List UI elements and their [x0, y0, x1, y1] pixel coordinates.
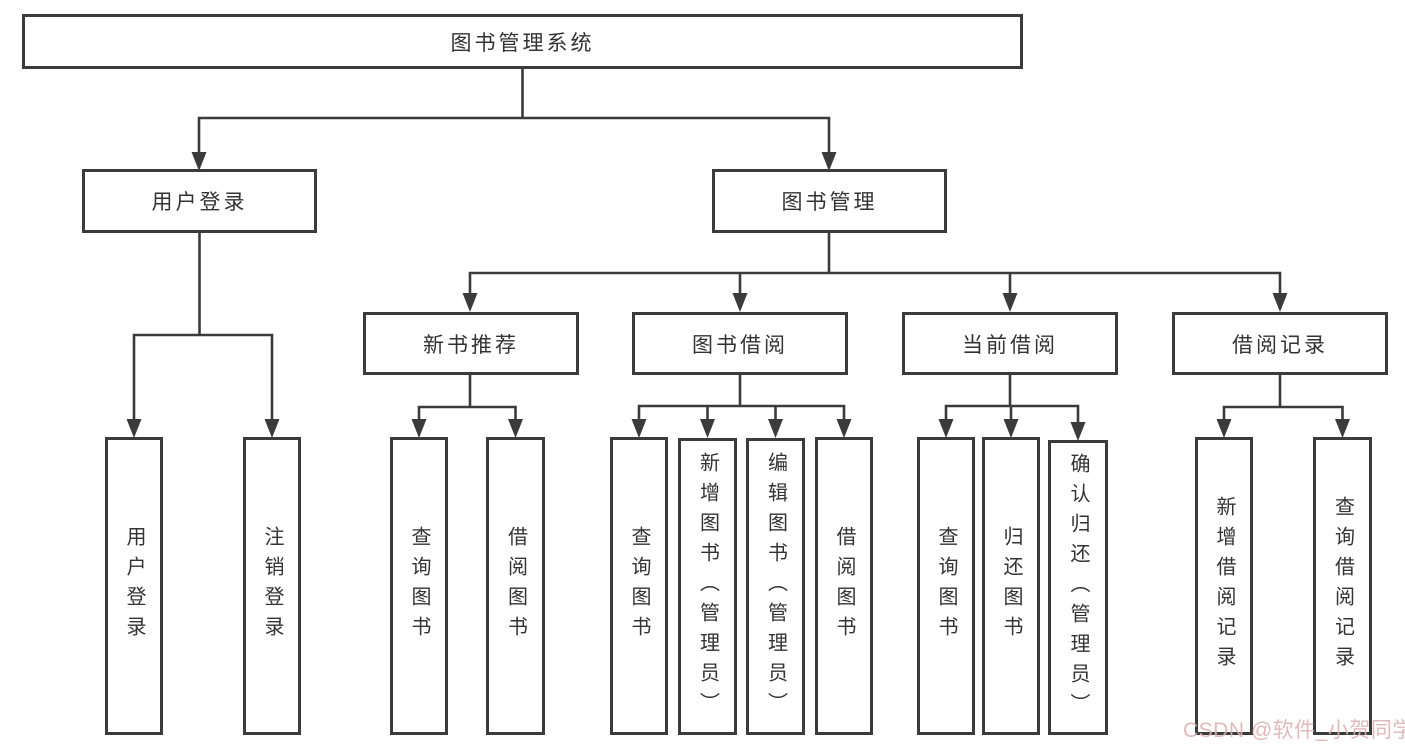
leaf-query-books: 查询图书: [917, 437, 975, 735]
leaf-label: 归还图书: [1000, 526, 1022, 646]
arrow-down-icon: [1216, 419, 1232, 438]
arrow-down-icon: [1335, 419, 1350, 438]
arrow-down-icon: [1272, 293, 1288, 312]
leaf-add-books-admin: 新增图书（管理员）: [678, 438, 737, 735]
node-book-management: 图书管理: [712, 169, 947, 233]
leaf-label: 用户登录: [123, 526, 145, 646]
node-new-book-recommendation: 新书推荐: [363, 312, 579, 375]
arrow-down-icon: [411, 419, 427, 438]
leaf-edit-books-admin: 编辑图书（管理员）: [746, 438, 805, 735]
leaf-user-login: 用户登录: [105, 437, 163, 735]
leaf-query-borrow-record: 查询借阅记录: [1313, 437, 1372, 735]
node-user-login: 用户登录: [82, 169, 317, 233]
leaf-confirm-return-admin: 确认归还（管理员）: [1048, 440, 1108, 735]
arrow-down-icon: [264, 419, 280, 438]
arrow-down-icon: [631, 419, 647, 438]
node-library-management-system: 图书管理系统: [22, 14, 1023, 69]
arrow-down-icon: [938, 419, 954, 438]
arrow-down-icon: [1070, 422, 1086, 441]
leaf-label: 新增借阅记录: [1213, 496, 1235, 676]
leaf-label: 注销登录: [261, 526, 283, 646]
arrow-down-icon: [508, 419, 523, 438]
arrow-down-icon: [1003, 419, 1019, 438]
arrow-down-icon: [126, 419, 142, 438]
arrowheads: [126, 152, 1350, 441]
leaf-label: 查询借阅记录: [1331, 496, 1354, 676]
node-current-borrowing: 当前借阅: [902, 312, 1118, 375]
leaf-label: 借阅图书: [504, 526, 527, 646]
node-borrowing-records: 借阅记录: [1172, 312, 1388, 375]
leaf-label: 查询图书: [408, 526, 430, 646]
leaf-logout: 注销登录: [243, 437, 301, 735]
arrow-down-icon: [836, 419, 852, 438]
leaf-label: 查询图书: [935, 526, 957, 646]
arrow-down-icon: [1002, 293, 1018, 312]
arrow-down-icon: [191, 152, 207, 171]
node-book-borrowing: 图书借阅: [632, 312, 848, 375]
leaf-return-books: 归还图书: [982, 437, 1040, 735]
csdn-watermark: CSDN @软件_小贺同学: [1183, 719, 1405, 742]
leaf-label: 借阅图书: [833, 526, 855, 646]
leaf-label: 查询图书: [628, 526, 650, 646]
arrow-down-icon: [821, 152, 837, 171]
leaf-query-books: 查询图书: [390, 437, 448, 735]
leaf-add-borrow-record: 新增借阅记录: [1195, 437, 1253, 735]
arrow-down-icon: [768, 419, 783, 438]
leaf-label: 确认归还（管理员）: [1067, 452, 1089, 723]
leaf-borrow-books: 借阅图书: [815, 437, 873, 735]
leaf-label: 编辑图书（管理员）: [764, 451, 787, 722]
arrow-down-icon: [732, 293, 748, 312]
connector-paths: [132, 69, 1344, 424]
arrow-down-icon: [462, 293, 478, 312]
leaf-borrow-books: 借阅图书: [486, 437, 545, 735]
leaf-label: 新增图书（管理员）: [696, 451, 719, 722]
arrow-down-icon: [700, 419, 715, 438]
leaf-query-books: 查询图书: [610, 437, 668, 735]
